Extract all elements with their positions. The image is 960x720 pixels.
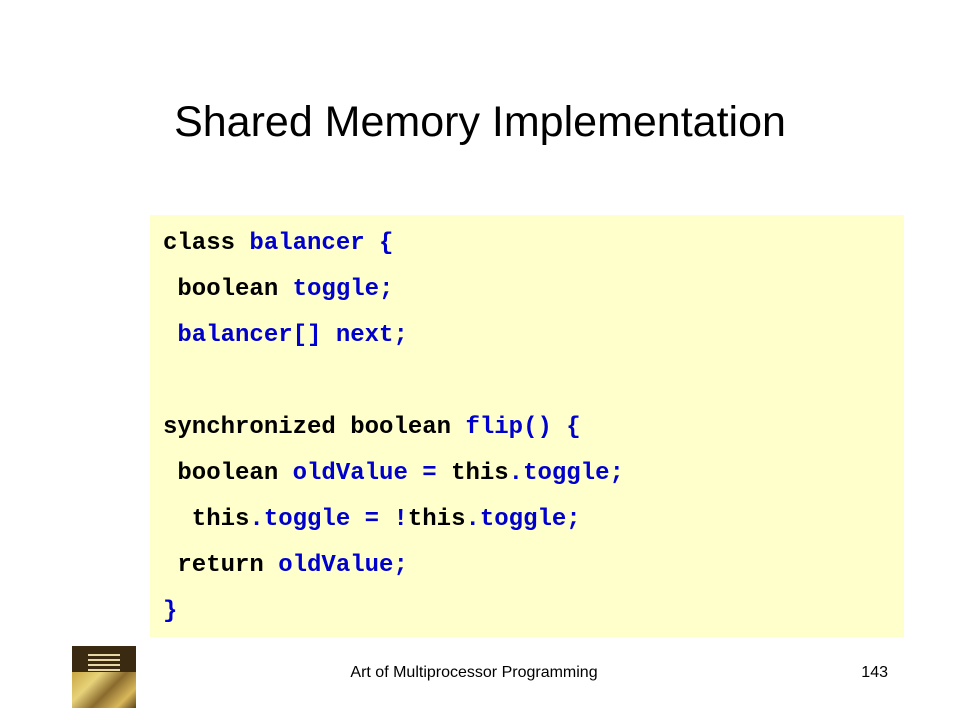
page-number: 143 bbox=[861, 664, 888, 681]
code-line: return oldValue; bbox=[163, 546, 408, 586]
code-keyword: synchronized boolean bbox=[163, 414, 466, 441]
code-identifier: oldValue; bbox=[278, 552, 408, 579]
code-identifier: toggle; bbox=[292, 276, 394, 303]
code-line: class balancer { bbox=[163, 224, 393, 264]
code-line: synchronized boolean flip() { bbox=[163, 408, 581, 448]
code-keyword: boolean bbox=[163, 276, 293, 303]
code-identifier: .toggle; bbox=[508, 460, 624, 487]
code-keyword: this bbox=[163, 506, 250, 533]
code-line: boolean oldValue = this.toggle; bbox=[163, 454, 624, 494]
code-line: boolean toggle; bbox=[163, 270, 393, 310]
code-keyword: boolean bbox=[163, 460, 293, 487]
code-identifier: oldValue = bbox=[292, 460, 452, 487]
code-keyword: class bbox=[163, 230, 250, 257]
code-line: this.toggle = !this.toggle; bbox=[163, 500, 581, 540]
book-cover-image bbox=[72, 646, 136, 708]
code-keyword: return bbox=[163, 552, 279, 579]
footer-text: Art of Multiprocessor Programming bbox=[350, 664, 598, 681]
code-line: } bbox=[163, 592, 177, 632]
code-identifier: .toggle; bbox=[465, 506, 581, 533]
code-identifier: } bbox=[163, 598, 178, 625]
code-identifier: balancer { bbox=[249, 230, 394, 257]
slide-title: Shared Memory Implementation bbox=[174, 98, 786, 146]
code-identifier: balancer[] next; bbox=[163, 322, 408, 349]
code-identifier: .toggle = ! bbox=[249, 506, 408, 533]
code-line: balancer[] next; bbox=[163, 316, 408, 356]
code-identifier: flip() { bbox=[465, 414, 581, 441]
code-keyword: this bbox=[407, 506, 466, 533]
code-keyword: this bbox=[451, 460, 509, 487]
code-block: class balancer { boolean toggle; balance… bbox=[150, 215, 904, 637]
